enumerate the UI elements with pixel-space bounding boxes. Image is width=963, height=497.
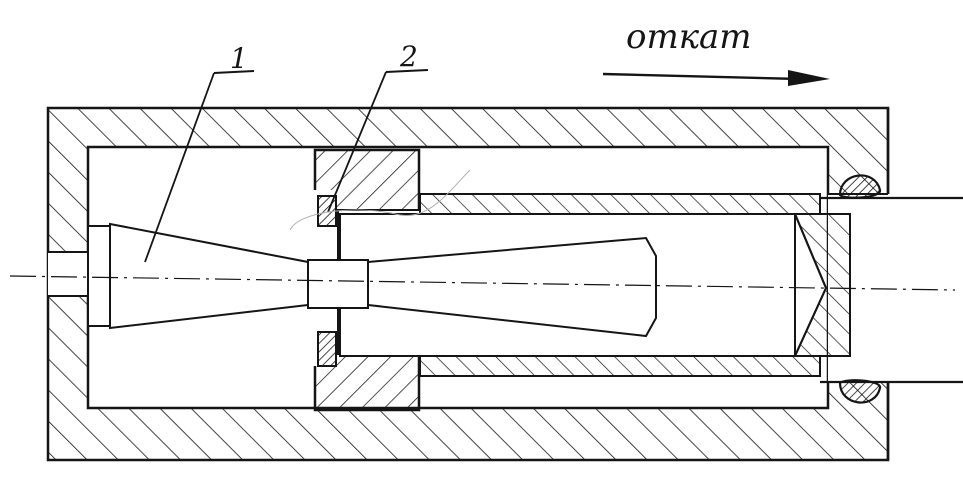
callout-2-number: 2 xyxy=(399,40,418,73)
arrow-right-icon xyxy=(602,70,830,86)
recoil-direction-label: откат xyxy=(626,17,752,57)
cylinder-housing xyxy=(46,106,890,462)
callout-1: 1 xyxy=(144,42,255,263)
callout-1-number: 1 xyxy=(230,42,248,75)
callout-2: 2 xyxy=(327,40,429,213)
centre-axis xyxy=(9,275,956,291)
pencil-mark xyxy=(289,169,471,231)
gland-seals xyxy=(838,174,882,404)
control-rod xyxy=(87,222,657,338)
